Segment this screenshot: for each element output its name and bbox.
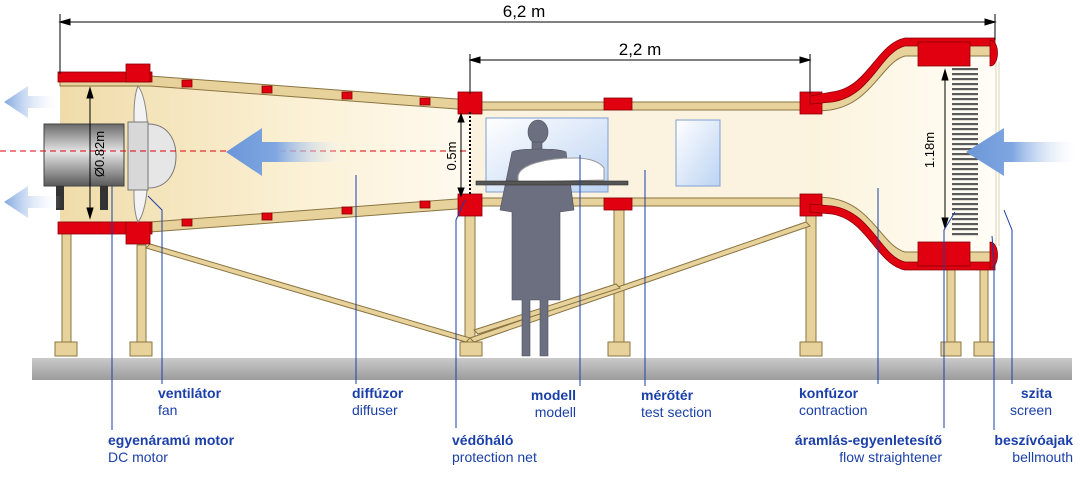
straightener-slat (952, 188, 978, 191)
label-test-section: mérőtér test section (641, 387, 712, 420)
straightener-slat (952, 108, 978, 111)
straightener-slat (952, 118, 978, 121)
straightener-slat (952, 143, 978, 146)
label-ventilator: ventilátor fan (158, 385, 222, 418)
dim-fan-diameter: Ø0.82m (92, 131, 107, 177)
straightener-slat (952, 178, 978, 181)
car-model (475, 157, 629, 186)
arrow-left-icon (4, 86, 62, 118)
label-dc-motor: egyenáramú motor DC motor (108, 432, 235, 465)
straightener-slat (952, 173, 978, 176)
dim-test-section-length: 2,2 m (619, 40, 662, 59)
straightener-slat (952, 88, 978, 91)
straightener-slat (952, 148, 978, 151)
straightener-slat (952, 203, 978, 206)
straightener-slat (952, 218, 978, 221)
straightener-slat (952, 168, 978, 171)
straightener-slat (952, 183, 978, 186)
flow-straightener-grid (952, 68, 978, 236)
contraction-interior (810, 56, 995, 252)
label-screen: szita screen (1009, 385, 1052, 418)
straightener-slat (952, 153, 978, 156)
straightener-slat (952, 213, 978, 216)
straightener-slat (952, 208, 978, 211)
straightener-slat (952, 163, 978, 166)
arrow-left-icon (4, 186, 62, 218)
dim-diffuser-inlet: 0.5m (444, 142, 459, 171)
straightener-slat (952, 138, 978, 141)
straightener-slat (952, 113, 978, 116)
straightener-slat (952, 78, 978, 81)
flow-arrows (4, 86, 1081, 218)
red-frames (57, 37, 998, 271)
straightener-slat (952, 193, 978, 196)
straightener-slat (952, 128, 978, 131)
leader-lines (111, 155, 1013, 430)
straightener-slat (952, 98, 978, 101)
label-flow-straightener: áramlás-egyenletesítő flow straightener (794, 432, 942, 465)
fan-icon (127, 85, 177, 223)
person-silhouette-icon (499, 119, 575, 357)
straightener-slat (952, 228, 978, 231)
test-window-rear (675, 119, 721, 187)
label-model: modell modell (530, 387, 576, 420)
dim-overall-length: 6,2 m (503, 2, 546, 21)
straightener-slat (952, 68, 978, 71)
straightener-slat (952, 73, 978, 76)
arrow-left-icon (966, 128, 1081, 176)
arrow-left-icon (226, 128, 350, 176)
dim-contraction-inlet: 1.18m (922, 132, 937, 168)
label-bellmouth: beszívóajak bellmouth (994, 432, 1073, 465)
straightener-slat (952, 198, 978, 201)
straightener-slat (952, 233, 978, 236)
label-contraction: konfúzor contraction (799, 385, 868, 418)
label-protection-net: védőháló protection net (452, 432, 537, 465)
ground-floor (32, 358, 1072, 380)
straightener-slat (952, 93, 978, 96)
straightener-slat (952, 158, 978, 161)
straightener-slat (952, 83, 978, 86)
label-diffuser: diffúzor diffuser (352, 385, 404, 418)
straightener-slat (952, 103, 978, 106)
straightener-slat (952, 223, 978, 226)
straightener-slat (952, 123, 978, 126)
dimension-lines (58, 14, 997, 230)
straightener-slat (952, 133, 978, 136)
